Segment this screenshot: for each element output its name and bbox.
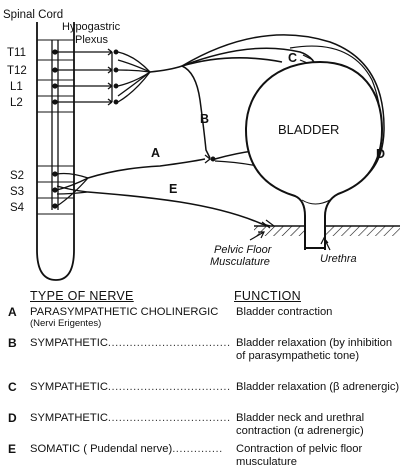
segment-label-s3: S3 [10,186,24,198]
plexus-label: Plexus [75,34,109,46]
bladder-neck-line [301,199,331,205]
legend-type: SYMPATHETIC.............................… [30,412,231,424]
sympathetic-roots [52,48,283,106]
segment-label-l2: L2 [10,97,23,109]
pelvic-ganglion [204,154,216,164]
pelvic-floor-arrow [249,231,265,241]
segment-label-t11: T11 [7,47,26,59]
legend-function: Bladder relaxation (by inhibition of par… [236,337,393,362]
nerve-b [181,65,211,159]
nerve-letter-d: D [376,147,385,161]
nerve-legend: TYPE OF NERVE FUNCTION A PARASYMPATHETIC… [8,289,399,474]
legend-function: Bladder contraction [236,306,333,318]
spinal-cord [36,22,75,281]
legend-function: Contraction of pelvic floor musculature [236,443,363,468]
legend-letter: C [8,380,17,394]
legend-type: SYMPATHETIC.............................… [30,337,231,349]
nerve-letter-a: A [151,146,160,160]
legend-type: SYMPATHETIC.............................… [30,381,231,393]
legend-letter: E [8,442,17,456]
musculature-label: Musculature [210,256,270,268]
legend-row-a: A PARASYMPATHETIC CHOLINERGIC (Nervi Eri… [8,306,396,333]
pelvic-floor-label: Pelvic Floor [214,244,273,256]
legend-letter: B [8,336,17,350]
bladder-label: BLADDER [278,122,339,137]
legend-letter: A [8,305,17,319]
function-header: FUNCTION [234,289,301,303]
segment-label-l1: L1 [10,81,23,93]
segment-label-s2: S2 [10,170,24,182]
spinal-cord-label: Spinal Cord [3,9,63,21]
nerve-e [87,191,271,227]
legend-function: Bladder neck and urethral contraction (α… [236,412,365,437]
legend-header: TYPE OF NERVE FUNCTION [8,289,396,306]
segment-label-s4: S4 [10,202,25,214]
nerve-letter-b: B [200,112,209,126]
hypogastric-label: Hypogastric [62,21,121,33]
legend-subtype: (Nervi Erigentes) [30,318,102,329]
legend-type: PARASYMPATHETIC CHOLINERGIC [30,306,219,318]
legend-function: Bladder relaxation (β adrenergic) [236,381,400,393]
urethra-arrow [320,236,331,251]
nerve-letter-c: C [288,51,297,65]
legend-type: SOMATIC ( Pudendal nerve).............. [30,443,223,455]
legend-row-c: C SYMPATHETIC...........................… [8,380,399,408]
sacral-roots [52,158,206,209]
segment-label-t12: T12 [7,65,27,77]
legend-letter: D [8,411,17,425]
legend-row-e: E SOMATIC ( Pudendal nerve).............… [8,443,396,470]
urethra-label: Urethra [320,253,357,265]
nerve-letter-e: E [169,182,177,196]
legend-row-b: B SYMPATHETIC...........................… [8,337,396,377]
legend-row-d: D SYMPATHETIC...........................… [8,412,396,439]
pelvic-floor [254,226,400,236]
type-of-nerve-header: TYPE OF NERVE [30,289,134,303]
innervation-diagram: Spinal Cord Hypogastric Plexus T11 T12 L… [3,9,400,281]
